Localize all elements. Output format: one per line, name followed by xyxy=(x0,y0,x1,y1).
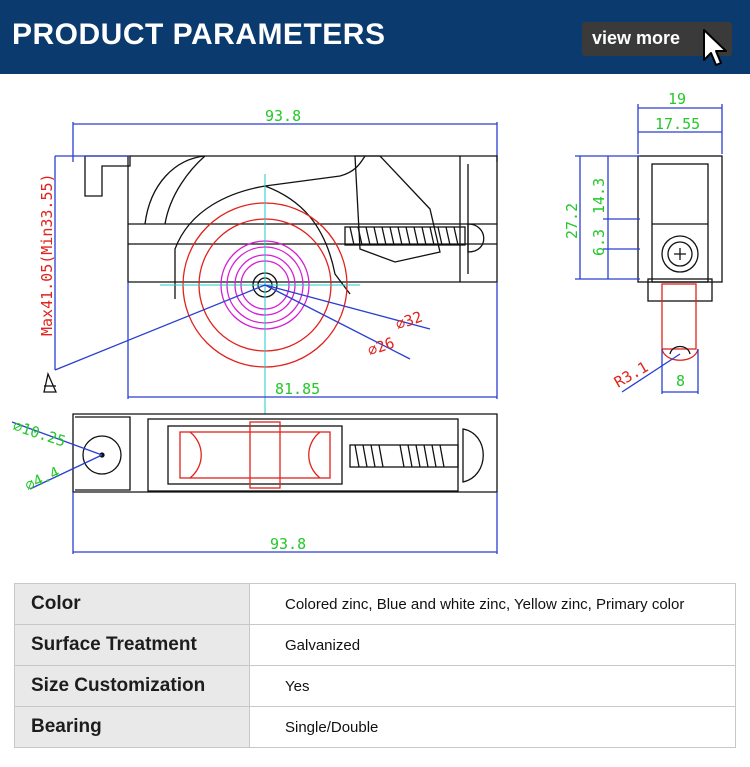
dim-side-upper: 14.3 xyxy=(590,178,608,214)
view-more-label: view more xyxy=(592,28,681,48)
dim-hole-outer: ⌀10.25 xyxy=(11,417,68,451)
param-value: Colored zinc, Blue and white zinc, Yello… xyxy=(249,583,736,625)
dim-bottom-width: 93.8 xyxy=(270,535,306,553)
table-row: Size Customization Yes xyxy=(14,665,736,707)
technical-drawing: 93.8 Max41.05(Min33.55) ⌀32 ⌀26 81.85 19… xyxy=(11,90,723,554)
dim-side-width: 19 xyxy=(668,90,686,108)
dim-side-lower: 6.3 xyxy=(590,229,608,256)
header-banner: PRODUCT PARAMETERS view more xyxy=(0,0,750,74)
dim-top-width: 93.8 xyxy=(265,107,301,125)
dim-hub-diameter: ⌀26 xyxy=(365,334,397,360)
param-value: Galvanized xyxy=(249,624,736,666)
view-more-button[interactable]: view more xyxy=(582,22,732,66)
param-label: Color xyxy=(14,583,250,625)
dim-wheel-width: 8 xyxy=(676,372,685,390)
param-value: Yes xyxy=(249,665,736,707)
param-value: Single/Double xyxy=(249,706,736,748)
page-title: PRODUCT PARAMETERS xyxy=(12,18,386,51)
cursor-arrow-icon xyxy=(703,29,727,66)
dim-body-length: 81.85 xyxy=(275,380,320,398)
table-row: Surface Treatment Galvanized xyxy=(14,624,736,666)
dim-height-range: Max41.05(Min33.55) xyxy=(38,173,56,336)
top-view xyxy=(11,413,498,554)
dim-side-height: 27.2 xyxy=(563,203,581,239)
param-label: Bearing xyxy=(14,706,250,748)
adjust-screw xyxy=(344,223,485,253)
front-view xyxy=(43,122,498,414)
dim-side-inner-width: 17.55 xyxy=(655,115,700,133)
table-row: Bearing Single/Double xyxy=(14,706,736,748)
side-view xyxy=(575,104,723,394)
param-label: Surface Treatment xyxy=(14,624,250,666)
dim-hole-inner: ⌀4.4 xyxy=(22,463,62,495)
parameters-table: Color Colored zinc, Blue and white zinc,… xyxy=(14,583,736,748)
dim-wheel-diameter: ⌀32 xyxy=(393,308,425,334)
param-label: Size Customization xyxy=(14,665,250,707)
table-row: Color Colored zinc, Blue and white zinc,… xyxy=(14,583,736,625)
